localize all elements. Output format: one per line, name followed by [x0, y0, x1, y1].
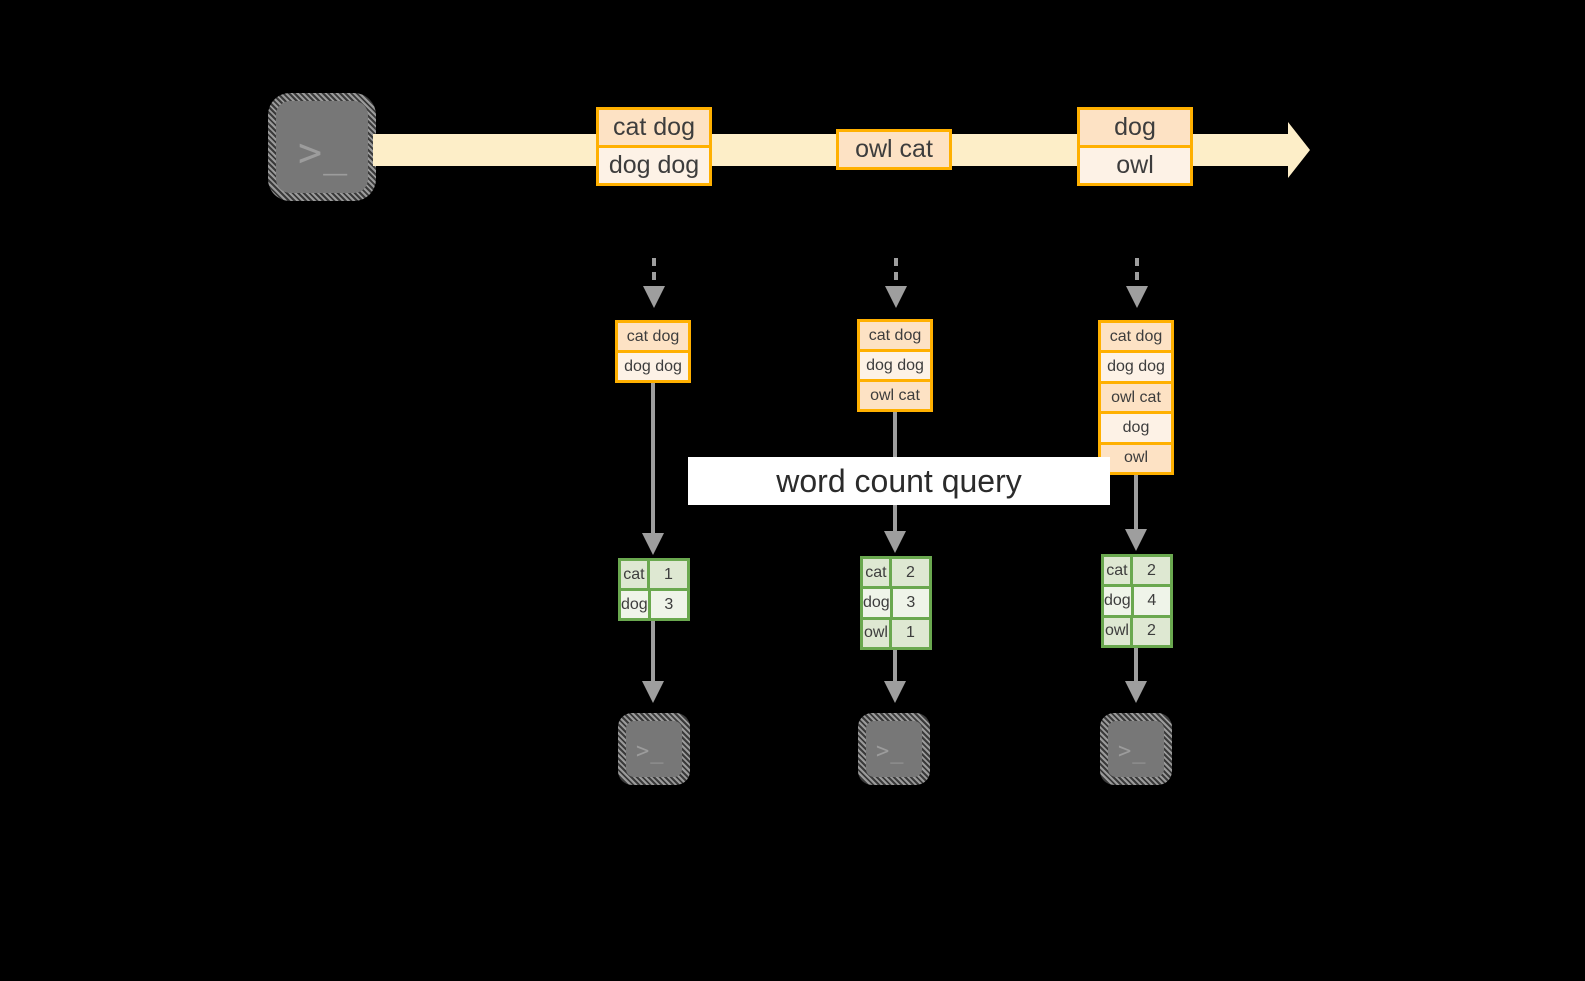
snapshot-1-input-table: cat dog dog dog — [615, 320, 691, 383]
snapshot-3-input-row: cat dog — [1101, 323, 1171, 351]
snapshot-3-query-arrowhead-icon — [1125, 529, 1147, 551]
snapshot-2-input-row: dog dog — [860, 349, 930, 379]
stream-event-line: dog — [1080, 110, 1190, 145]
snapshot-3-input-table: cat dog dog dog owl cat dog owl — [1098, 320, 1174, 475]
snapshot-3-sink-arrowhead-icon — [1125, 681, 1147, 703]
snapshot-2-result-table: cat 2 dog 3 owl 1 — [860, 556, 932, 650]
snapshot-1-query-line — [651, 383, 655, 538]
table-row: owl 2 — [1104, 614, 1170, 645]
snapshot-2-input-row: owl cat — [860, 379, 930, 409]
stream-event-line: cat dog — [599, 110, 709, 145]
snapshot-3-input-row: owl — [1101, 441, 1171, 473]
source-terminal-icon: >_ — [268, 93, 376, 201]
stream-arrow-head-icon — [1288, 122, 1310, 178]
snapshot-3-query-line — [1134, 475, 1138, 536]
result-word: cat — [863, 559, 889, 587]
snapshot-1-trigger-line — [652, 258, 656, 294]
snapshot-1-result-table: cat 1 dog 3 — [618, 558, 690, 621]
terminal-prompt-glyph: >_ — [298, 130, 349, 176]
terminal-prompt-glyph: >_ — [636, 739, 665, 764]
snapshot-1-sink-arrowhead-icon — [642, 681, 664, 703]
snapshot-1-sink-terminal-icon: >_ — [618, 713, 690, 785]
result-word: cat — [1104, 557, 1130, 585]
terminal-prompt-glyph: >_ — [876, 739, 905, 764]
table-row: cat 2 — [1104, 557, 1170, 585]
result-word: owl — [863, 619, 889, 647]
snapshot-2-query-arrowhead-icon — [884, 531, 906, 553]
result-word: owl — [1104, 617, 1130, 645]
result-count: 2 — [1129, 617, 1170, 645]
snapshot-2-input-row: cat dog — [860, 322, 930, 349]
snapshot-2-trigger-arrowhead-icon — [885, 286, 907, 308]
terminal-body — [626, 721, 682, 777]
result-word: dog — [621, 591, 648, 618]
snapshot-3-sink-terminal-icon: >_ — [1100, 713, 1172, 785]
snapshot-3-sink-line — [1134, 648, 1138, 686]
snapshot-1-input-row: dog dog — [618, 350, 688, 380]
snapshot-1-input-row: cat dog — [618, 323, 688, 350]
table-row: cat 2 — [863, 559, 929, 587]
table-row: owl 1 — [863, 616, 929, 647]
stream-event-group-2: owl cat — [836, 129, 952, 170]
word-count-query-label: word count query — [688, 457, 1110, 505]
snapshot-3-trigger-line — [1135, 258, 1139, 294]
result-count: 3 — [647, 591, 687, 618]
result-word: cat — [621, 561, 647, 588]
stream-event-group-1: cat dog dog dog — [596, 107, 712, 186]
result-count: 2 — [1129, 557, 1170, 585]
table-row: dog 4 — [1104, 584, 1170, 615]
snapshot-1-query-arrowhead-icon — [642, 533, 664, 555]
terminal-body — [1108, 721, 1164, 777]
stream-event-line: owl — [1080, 145, 1190, 183]
terminal-prompt-glyph: >_ — [1118, 739, 1147, 764]
snapshot-1-trigger-arrowhead-icon — [643, 286, 665, 308]
snapshot-2-sink-line — [893, 650, 897, 686]
result-count: 1 — [646, 561, 687, 588]
result-word: dog — [863, 589, 890, 617]
stream-event-line: dog dog — [599, 145, 709, 183]
table-row: dog 3 — [621, 588, 687, 618]
snapshot-2-sink-terminal-icon: >_ — [858, 713, 930, 785]
terminal-body — [866, 721, 922, 777]
snapshot-3-input-row: dog — [1101, 411, 1171, 442]
result-count: 2 — [888, 559, 929, 587]
stream-event-line: owl cat — [839, 132, 949, 167]
table-row: dog 3 — [863, 586, 929, 617]
snapshot-2-sink-arrowhead-icon — [884, 681, 906, 703]
snapshot-3-input-row: dog dog — [1101, 350, 1171, 381]
result-word: dog — [1104, 587, 1131, 615]
snapshot-2-trigger-line — [894, 258, 898, 294]
stream-event-group-3: dog owl — [1077, 107, 1193, 186]
snapshot-3-trigger-arrowhead-icon — [1126, 286, 1148, 308]
result-count: 1 — [888, 619, 929, 647]
snapshot-2-input-table: cat dog dog dog owl cat — [857, 319, 933, 412]
snapshot-3-result-table: cat 2 dog 4 owl 2 — [1101, 554, 1173, 648]
snapshot-1-sink-line — [651, 621, 655, 686]
table-row: cat 1 — [621, 561, 687, 588]
terminal-body — [276, 101, 368, 193]
result-count: 4 — [1130, 587, 1170, 615]
snapshot-3-input-row: owl cat — [1101, 380, 1171, 412]
result-count: 3 — [889, 589, 929, 617]
